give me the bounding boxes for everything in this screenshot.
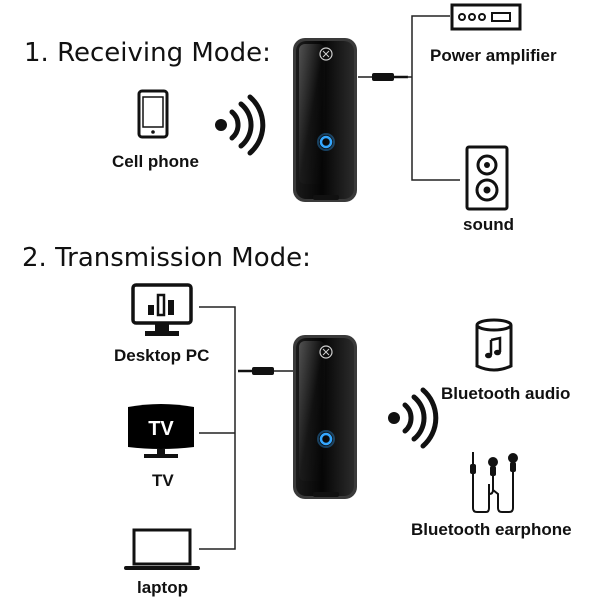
source-connection-lines [199, 306, 236, 550]
cell-phone-icon [137, 89, 169, 139]
cell-phone-label: Cell phone [112, 152, 199, 171]
aux-cable-icon [358, 73, 408, 81]
bluetooth-speaker-icon [475, 318, 513, 372]
bluetooth-adapter-device [293, 38, 357, 202]
bluetooth-adapter-device-2 [293, 335, 357, 499]
power-amplifier-label: Power amplifier [430, 46, 557, 65]
connection-lines [407, 15, 460, 181]
laptop-label: laptop [137, 578, 188, 597]
receiving-mode-heading: 1. Receiving Mode: [24, 38, 271, 68]
speaker-icon [465, 145, 509, 211]
desktop-pc-icon [131, 283, 193, 336]
tv-label: TV [152, 471, 174, 490]
laptop-icon [124, 528, 200, 570]
sound-label: sound [463, 215, 514, 234]
desktop-pc-label: Desktop PC [114, 346, 210, 365]
tv-screen-text: TV [148, 418, 174, 440]
bluetooth-earphone-label: Bluetooth earphone [411, 520, 572, 539]
aux-cable-icon-2 [238, 367, 294, 375]
power-amplifier-icon [450, 3, 522, 31]
bluetooth-earphone-icon [470, 452, 518, 513]
tv-icon: TV [128, 404, 194, 458]
transmission-mode-heading: 2. Transmission Mode: [22, 243, 311, 273]
wireless-signal-icon [215, 94, 266, 156]
bluetooth-audio-label: Bluetooth audio [441, 384, 571, 403]
wireless-signal-icon-2 [388, 387, 439, 449]
